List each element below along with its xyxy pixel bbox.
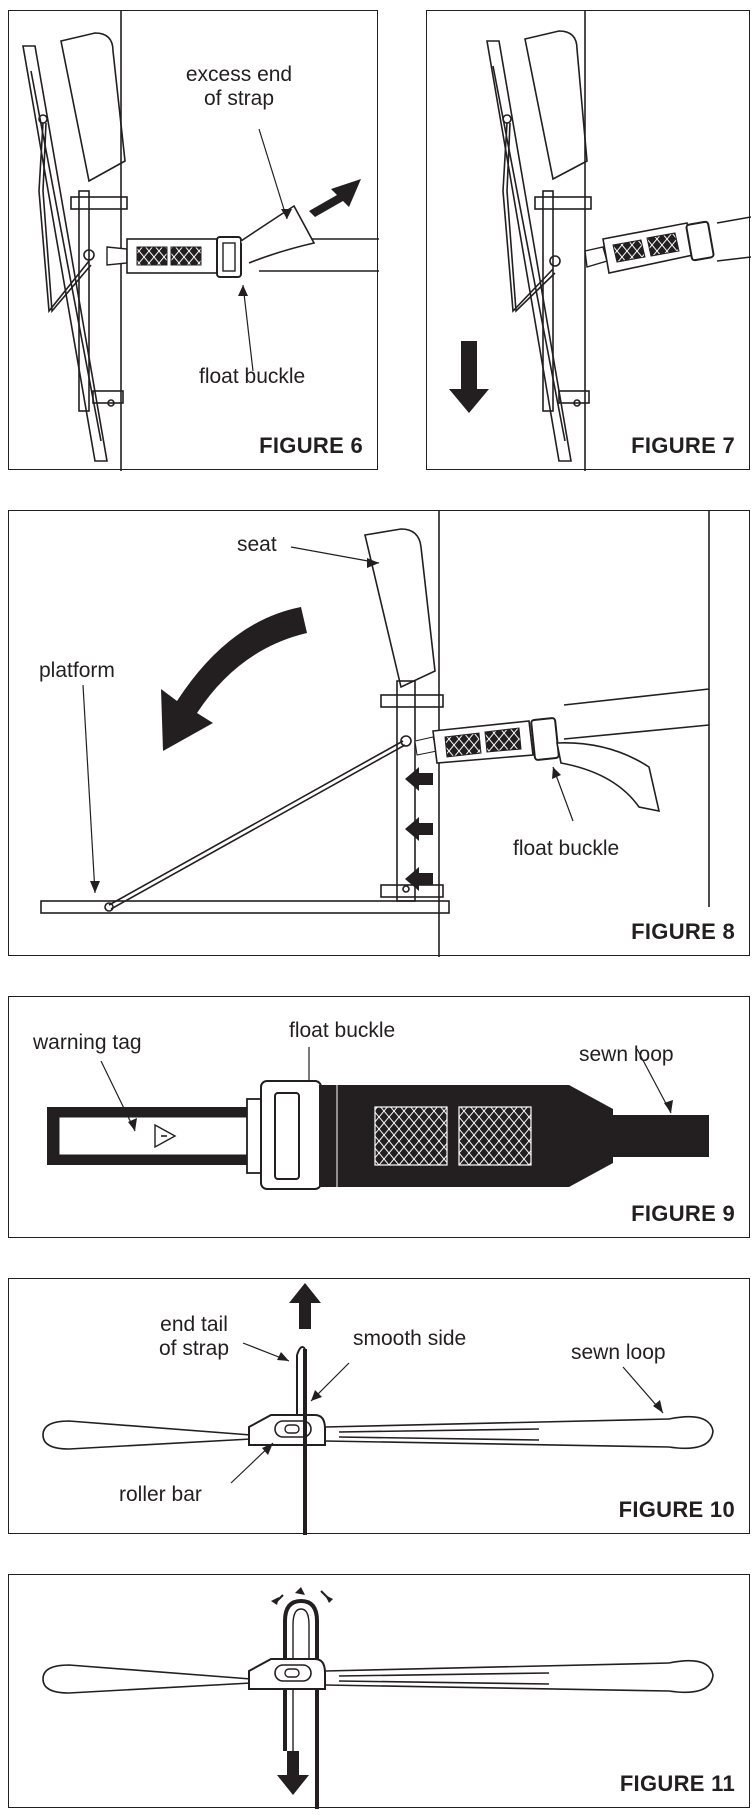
pull-arrow: [309, 179, 361, 217]
float-buckle: [685, 220, 715, 262]
loose-strap: [556, 742, 661, 813]
small-arrow: [271, 1597, 279, 1605]
label-platform: platform: [39, 659, 115, 682]
down-arrow: [277, 1751, 309, 1795]
strap-left-loop: [42, 1664, 252, 1694]
figure-11-caption: FIGURE 11: [619, 1771, 735, 1796]
figure-8-caption: FIGURE 8: [631, 919, 735, 944]
excess-strap: [240, 204, 316, 264]
figure-9-caption: FIGURE 9: [631, 1201, 735, 1226]
seat-back: [364, 528, 436, 689]
figure-8-panel: seat platform float buckle FIGURE 8: [8, 510, 750, 957]
strap-end-loop: [283, 1598, 319, 1809]
label-warning-tag: warning tag: [33, 1031, 142, 1054]
push-arrow: [405, 767, 433, 791]
push-arrow: [405, 817, 433, 841]
sewn-loop: [668, 1415, 714, 1450]
figure-10-drawing: [42, 1283, 714, 1535]
strap-left-loop: [42, 1420, 252, 1450]
figure-10-caption: FIGURE 10: [618, 1497, 735, 1522]
label-seat: seat: [237, 533, 277, 556]
figure-8-drawing: [40, 511, 710, 957]
label-sewn-loop: sewn loop: [571, 1341, 666, 1364]
warning-tag: [58, 1116, 250, 1156]
platform-board: [40, 900, 450, 914]
figure-7-caption: FIGURE 7: [631, 433, 735, 458]
figure-6-caption: FIGURE 6: [259, 433, 363, 458]
label-smooth-side: smooth side: [353, 1327, 467, 1350]
up-arrow: [289, 1283, 321, 1329]
label-roller-bar: roller bar: [119, 1483, 202, 1506]
sewn-loop: [668, 1659, 714, 1694]
seat-back: [60, 32, 126, 183]
float-buckle: [530, 717, 560, 761]
seat-back: [524, 30, 588, 181]
label-float-buckle: float buckle: [289, 1019, 396, 1042]
push-arrow: [405, 867, 433, 891]
label-float-buckle: float buckle: [199, 365, 306, 388]
figure-9-drawing: [47, 1047, 709, 1190]
label-float-buckle: float buckle: [513, 837, 620, 860]
figure-9-panel: warning tag float buckle sewn loop FIGUR…: [8, 996, 750, 1238]
down-arrow: [449, 341, 489, 413]
frame-rail: [486, 40, 572, 462]
small-arrow: [295, 1587, 305, 1595]
figure-7-panel: FIGURE 7: [426, 10, 751, 471]
label-sewn-loop: sewn loop: [579, 1043, 674, 1066]
rotate-arrow: [161, 607, 307, 751]
figure-7-drawing: [449, 11, 751, 471]
figure-11-drawing: [42, 1587, 714, 1809]
sewn-loop: [613, 1115, 709, 1157]
figure-6-drawing: [22, 11, 379, 471]
frame-rail: [22, 45, 108, 462]
frame-upright: [396, 680, 416, 902]
figure-11-panel: FIGURE 11: [8, 1574, 750, 1809]
